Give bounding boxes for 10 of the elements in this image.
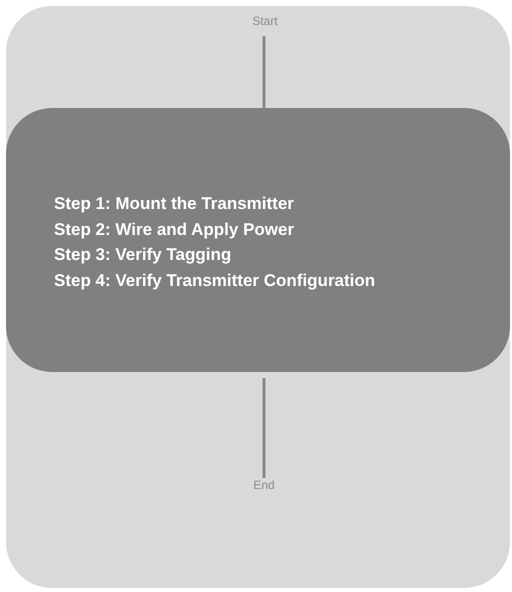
step-text: Step 1: Mount the Transmitter (54, 193, 294, 215)
step-text: Step 4: Verify Transmitter Configuration (54, 270, 376, 292)
connector-line (262, 378, 266, 478)
connector-line (262, 36, 266, 108)
steps-card (6, 108, 510, 372)
step-text: Step 2: Wire and Apply Power (54, 218, 294, 241)
step-text: Step 3: Verify Tagging (54, 244, 232, 266)
start-label: Start (239, 14, 291, 30)
end-label: End (238, 478, 290, 494)
panel-background (6, 6, 510, 588)
